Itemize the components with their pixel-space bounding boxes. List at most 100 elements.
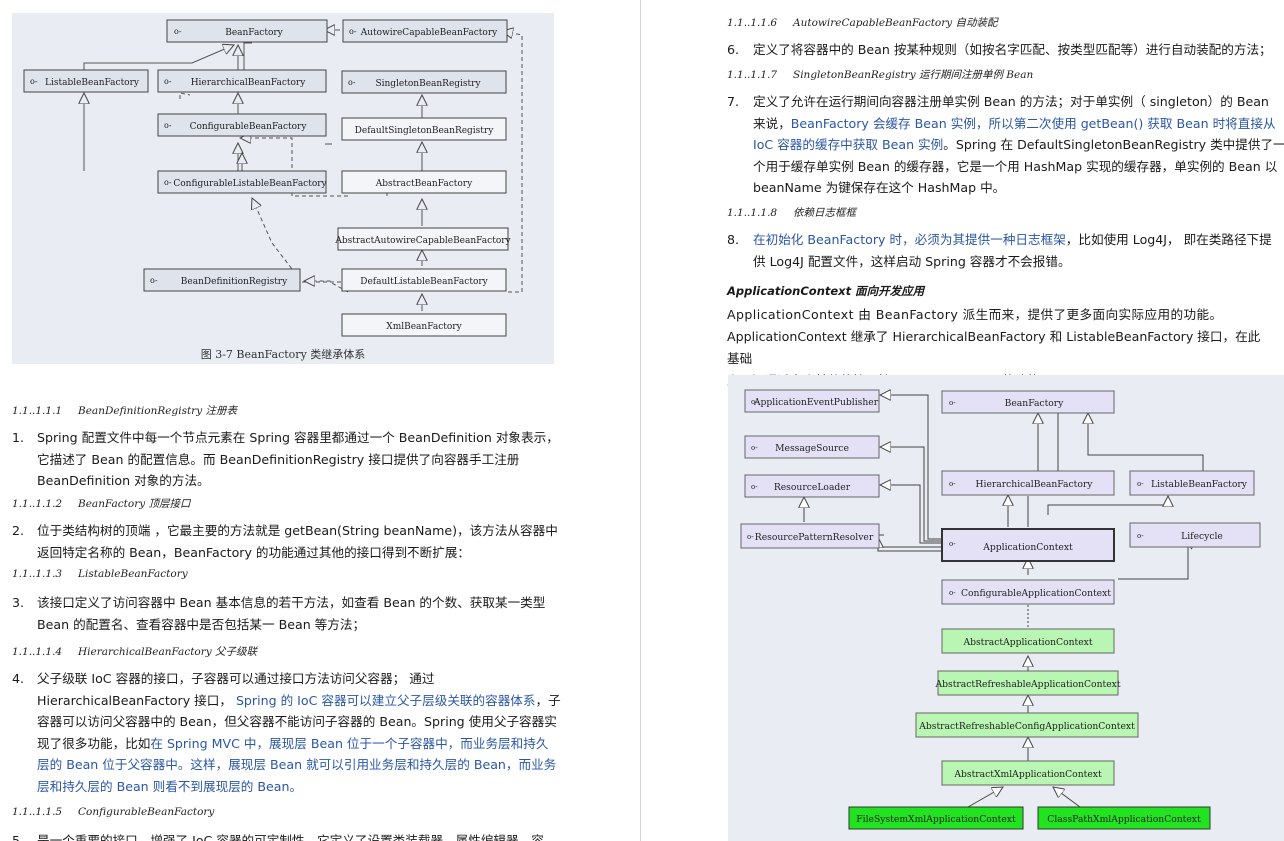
svg-text:XmlBeanFactory: XmlBeanFactory	[386, 322, 462, 332]
node-beanfactory: o- BeanFactory	[941, 390, 1115, 414]
numbered-item: 6. 定义了将容器中的 Bean 按某种规则（如按名字匹配、按类型匹配等）进行自动…	[727, 39, 1273, 61]
svg-text:o-: o-	[949, 589, 956, 597]
node-listablebeanfactory: o- ListableBeanFactory	[1129, 470, 1255, 496]
heading-text: ListableBeanFactory	[78, 568, 188, 580]
node-xmlbeanfactory: XmlBeanFactory	[341, 313, 507, 337]
item-line: HierarchicalBeanFactory 接口， Spring 的 IoC…	[37, 690, 561, 712]
item-line: IoC 容器的缓存中获取 Bean 实例。Spring 在 DefaultSin…	[753, 134, 1284, 156]
item-body: 定义了将容器中的 Bean 按某种规则（如按名字匹配、按类型匹配等）进行自动装配…	[753, 39, 1273, 61]
highlighted-text: BeanFactory 会缓存 Bean 实例，所以第二次使用 getBean(…	[790, 115, 1276, 131]
numbered-item: 7.定义了允许在运行期间向容器注册单实例 Bean 的方法；对于单实例（ sin…	[727, 91, 1284, 199]
section-heading: 1.1..1.1.7 SingletonBeanRegistry 运行期间注册单例…	[727, 67, 1033, 82]
heading-text: ConfigurableBeanFactory	[78, 806, 215, 818]
node-applicationcontext: o- ApplicationContext	[941, 528, 1115, 562]
node-configurableapplicationcontext: o- ConfigurableApplicationContext	[941, 579, 1115, 605]
svg-text:BeanFactory: BeanFactory	[225, 28, 283, 38]
svg-text:ClassPathXmlApplicationContext: ClassPathXmlApplicationContext	[1047, 814, 1201, 825]
heading-number: 1.1..1.1.7	[727, 69, 778, 81]
applicationcontext-subheading: ApplicationContext 面向开发应用	[727, 284, 925, 298]
svg-text:HierarchicalBeanFactory: HierarchicalBeanFactory	[976, 479, 1094, 490]
beanfactory-hierarchy-diagram: o- BeanFactory o- AutowireCapableBeanFac…	[23, 19, 523, 361]
text-run: 供 Log4J 配置文件，这样启动 Spring 容器才不会报错。	[753, 253, 1071, 269]
text-run: 定义了将容器中的 Bean 按某种规则（如按名字匹配、按类型匹配等）进行自动装配…	[753, 42, 1272, 57]
node-lifecycle: o- Lifecycle	[1129, 522, 1261, 548]
text-run: 来说，	[753, 115, 791, 131]
svg-text:ListableBeanFactory: ListableBeanFactory	[45, 78, 140, 88]
heading-number: 1.1..1.1.8	[727, 207, 778, 219]
item-number: 1.	[12, 430, 25, 445]
item-line: 层和持久层的 Bean 则看不到展现层的 Bean。	[37, 776, 555, 798]
paragraph-line: ApplicationContext 继承了 HierarchicalBeanF…	[727, 329, 1261, 366]
item-line: 该接口定义了访问容器中 Bean 基本信息的若干方法，如查看 Bean 的个数、…	[37, 592, 555, 614]
svg-text:AutowireCapableBeanFactory: AutowireCapableBeanFactory	[360, 28, 498, 38]
node-hierarchicalbeanfactory: o- HierarchicalBeanFactory	[941, 470, 1115, 496]
node-abstractapplicationcontext: AbstractApplicationContext	[941, 628, 1115, 654]
text-run: 。Spring 在 DefaultSingletonBeanRegistry 类…	[943, 137, 1284, 152]
item-number: 3.	[12, 595, 25, 610]
item-body: 位于类结构树的顶端 ，它最主要的方法就是 getBean(String bean…	[37, 520, 558, 563]
svg-text:DefaultListableBeanFactory: DefaultListableBeanFactory	[360, 277, 488, 287]
numbered-item: 5.是一个重要的接口，增强了 IoC 容器的可定制性，它定义了设置类装载器、属性…	[12, 830, 555, 841]
node-defaultlistablebeanfactory: DefaultListableBeanFactory	[341, 268, 507, 292]
heading-text: BeanDefinitionRegistry 注册表	[78, 405, 237, 417]
item-number: 6.	[727, 42, 740, 57]
heading-number: 1.1..1.1.2	[12, 498, 63, 510]
text-run: BeanDefinition 对象的方法。	[37, 473, 210, 488]
item-line: Spring 配置文件中每一个节点元素在 Spring 容器里都通过一个 Bea…	[37, 427, 559, 449]
highlighted-text: 层的 Bean 位于父容器中。这样，展现层 Bean 就可以引用业务层和持久层的…	[37, 757, 557, 772]
svg-text:o-: o-	[348, 78, 356, 87]
text-run: ，子	[535, 692, 561, 708]
numbered-item: 1. Spring 配置文件中每一个节点元素在 Spring 容器里都通过一个 B…	[12, 427, 559, 492]
node-configurablelistablebeanfactory: o- ConfigurableListableBeanFactory	[157, 170, 328, 194]
text-run: 该接口定义了访问容器中 Bean 基本信息的若干方法，如查看 Bean 的个数、…	[37, 595, 546, 610]
text-run: 个用于缓存单实例 Bean 的缓存器，它是一个用 HashMap 实现的缓存器，…	[753, 158, 1278, 174]
svg-text:o-: o-	[949, 399, 956, 407]
node-configurablebeanfactory: o- ConfigurableBeanFactory	[157, 113, 327, 137]
highlighted-text: 在初始化 BeanFactory 时，必须为其提供一种日志框架	[753, 232, 1066, 247]
svg-text:ResourceLoader: ResourceLoader	[774, 482, 851, 493]
figure-caption: 图 3-7 BeanFactory 类继承体系	[201, 347, 366, 361]
left-page: o- BeanFactory o- AutowireCapableBeanFac…	[0, 0, 640, 841]
svg-text:ApplicationContext: ApplicationContext	[982, 542, 1073, 553]
svg-text:BeanDefinitionRegistry: BeanDefinitionRegistry	[181, 277, 288, 287]
svg-text:AbstractBeanFactory: AbstractBeanFactory	[375, 179, 473, 189]
item-body: 定义了允许在运行期间向容器注册单实例 Bean 的方法；对于单实例（ singl…	[753, 91, 1284, 199]
item-line: 位于类结构树的顶端 ，它最主要的方法就是 getBean(String bean…	[37, 520, 558, 542]
highlighted-text: Spring 的 IoC 容器可以建立父子层级关联的容器体系	[235, 692, 536, 708]
svg-text:o-: o-	[949, 480, 956, 488]
item-line: 现了很多功能，比如在 Spring MVC 中，展现层 Bean 位于一个子容器…	[37, 733, 555, 755]
heading-number: 1.1..1.1.3	[12, 568, 63, 580]
svg-text:ConfigurableBeanFactory: ConfigurableBeanFactory	[190, 122, 308, 132]
svg-text:AbstractRefreshableApplication: AbstractRefreshableApplicationContext	[934, 679, 1120, 690]
highlighted-text: 层和持久层的 Bean 则看不到展现层的 Bean。	[37, 778, 303, 794]
item-line: 供 Log4J 配置文件，这样启动 Spring 容器才不会报错。	[753, 251, 1273, 273]
svg-text:o-: o-	[174, 27, 182, 36]
node-abstractbeanfactory: AbstractBeanFactory	[341, 170, 507, 194]
item-line: 容器可以访问父容器中的 Bean，但父容器不能访问子容器的 Bean。Sprin…	[37, 711, 557, 733]
node-beandefinitionregistry: o- BeanDefinitionRegistry	[143, 268, 301, 292]
svg-text:AbstractRefreshableConfigAppli: AbstractRefreshableConfigApplicationCont…	[918, 721, 1135, 732]
item-line: beanName 为键保存在这个 HashMap 中。	[753, 177, 1273, 199]
numbered-item: 3. 该接口定义了访问容器中 Bean 基本信息的若干方法，如查看 Bean 的个…	[12, 592, 555, 635]
item-body: 是一个重要的接口，增强了 IoC 容器的可定制性，它定义了设置类装载器、属性编辑…	[37, 830, 555, 841]
item-body: 该接口定义了访问容器中 Bean 基本信息的若干方法，如查看 Bean 的个数、…	[37, 592, 555, 635]
text-run: 位于类结构树的顶端 ，它最主要的方法就是 getBean(String bean…	[37, 523, 558, 538]
beanfactory-hierarchy-figure: o- BeanFactory o- AutowireCapableBeanFac…	[12, 13, 554, 364]
node-abstractxmlapplicationcontext: AbstractXmlApplicationContext	[941, 760, 1115, 786]
numbered-item: 8.在初始化 BeanFactory 时，必须为其提供一种日志框架，比如使用 L…	[727, 229, 1273, 272]
node-defaultsingletonbeanregistry: DefaultSingletonBeanRegistry	[341, 117, 507, 141]
svg-text:o-: o-	[164, 77, 172, 86]
item-line: 它描述了 Bean 的配置信息。而 BeanDefinitionRegistry…	[37, 449, 555, 471]
node-hierarchicalbeanfactory: o- HierarchicalBeanFactory	[157, 69, 327, 93]
numbered-item: 2.位于类结构树的顶端 ，它最主要的方法就是 getBean(String be…	[12, 520, 558, 563]
heading-text: SingletonBeanRegistry 运行期间注册单例 Bean	[793, 69, 1034, 81]
svg-text:o-: o-	[1137, 532, 1144, 540]
svg-text:o-: o-	[1137, 480, 1144, 488]
item-body: Spring 配置文件中每一个节点元素在 Spring 容器里都通过一个 Bea…	[37, 427, 559, 492]
item-number: 4.	[12, 671, 25, 686]
